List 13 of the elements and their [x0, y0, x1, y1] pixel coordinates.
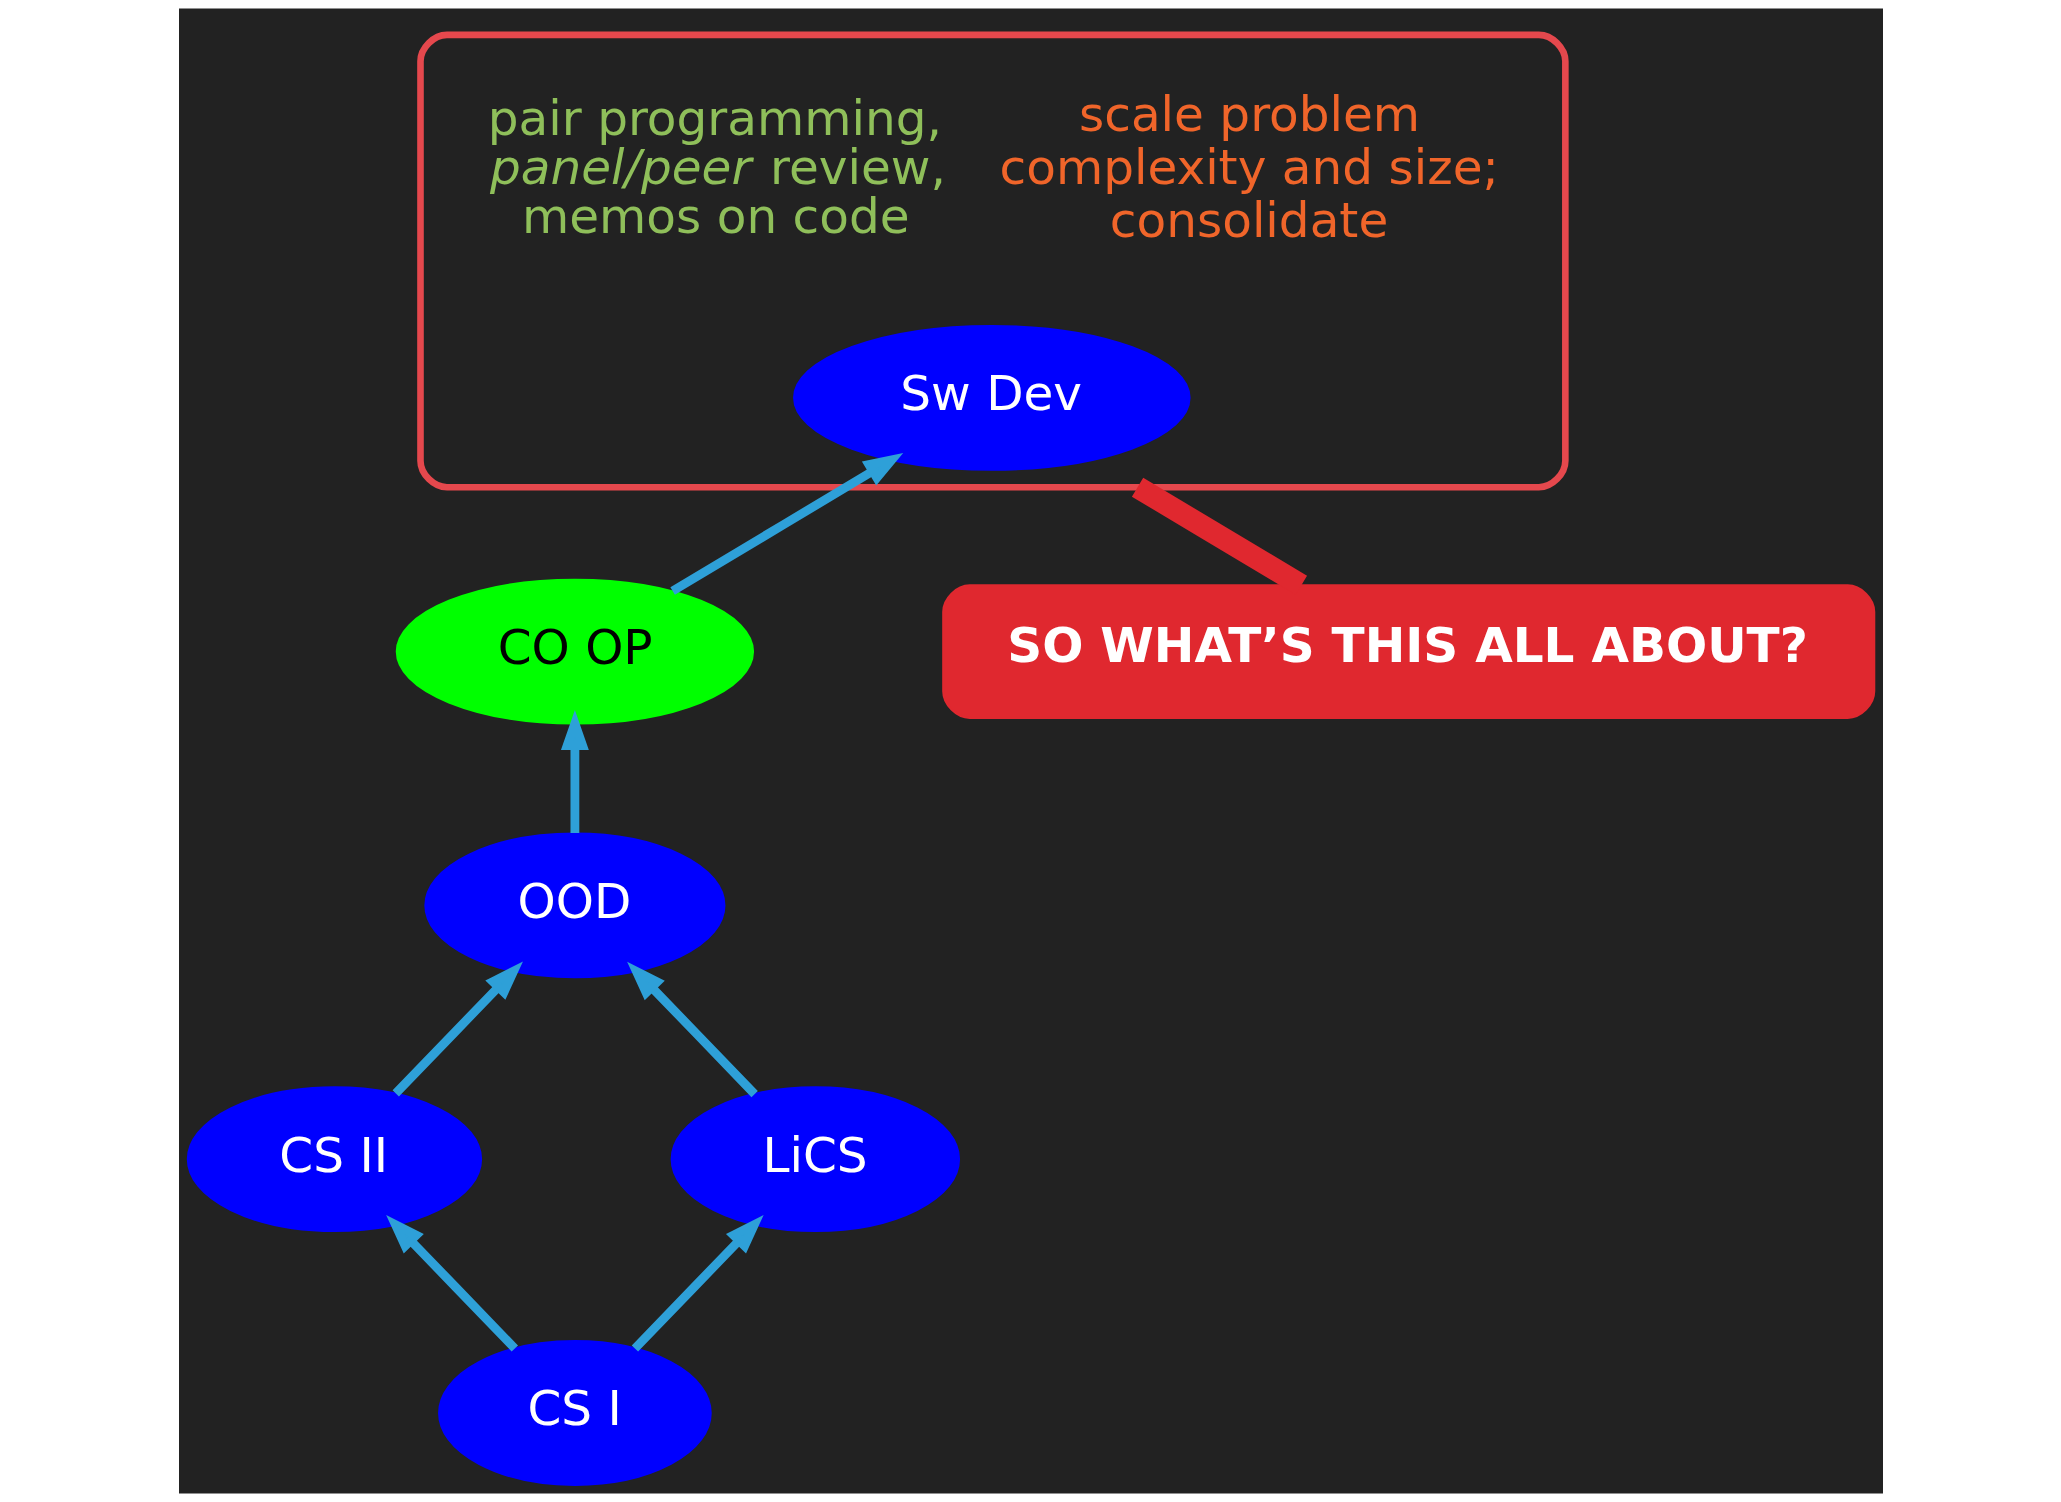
- arrow: [392, 961, 523, 1097]
- node-ellipse: CS II: [186, 1086, 482, 1233]
- node-box: SO WHAT’S THIS ALL ABOUT?: [941, 584, 1875, 719]
- arrow: [626, 961, 758, 1098]
- node-ellipse: CS I: [437, 1340, 712, 1486]
- node-ellipse: Sw Dev: [792, 324, 1191, 471]
- node-ellipse: CO OP: [395, 578, 754, 725]
- arrow: [631, 1215, 764, 1352]
- arrow: [669, 453, 903, 595]
- node-ellipse: OOD: [423, 832, 725, 979]
- arrow: [385, 1215, 518, 1352]
- node-ellipse: LiCS: [670, 1086, 960, 1233]
- arrow: [560, 710, 589, 834]
